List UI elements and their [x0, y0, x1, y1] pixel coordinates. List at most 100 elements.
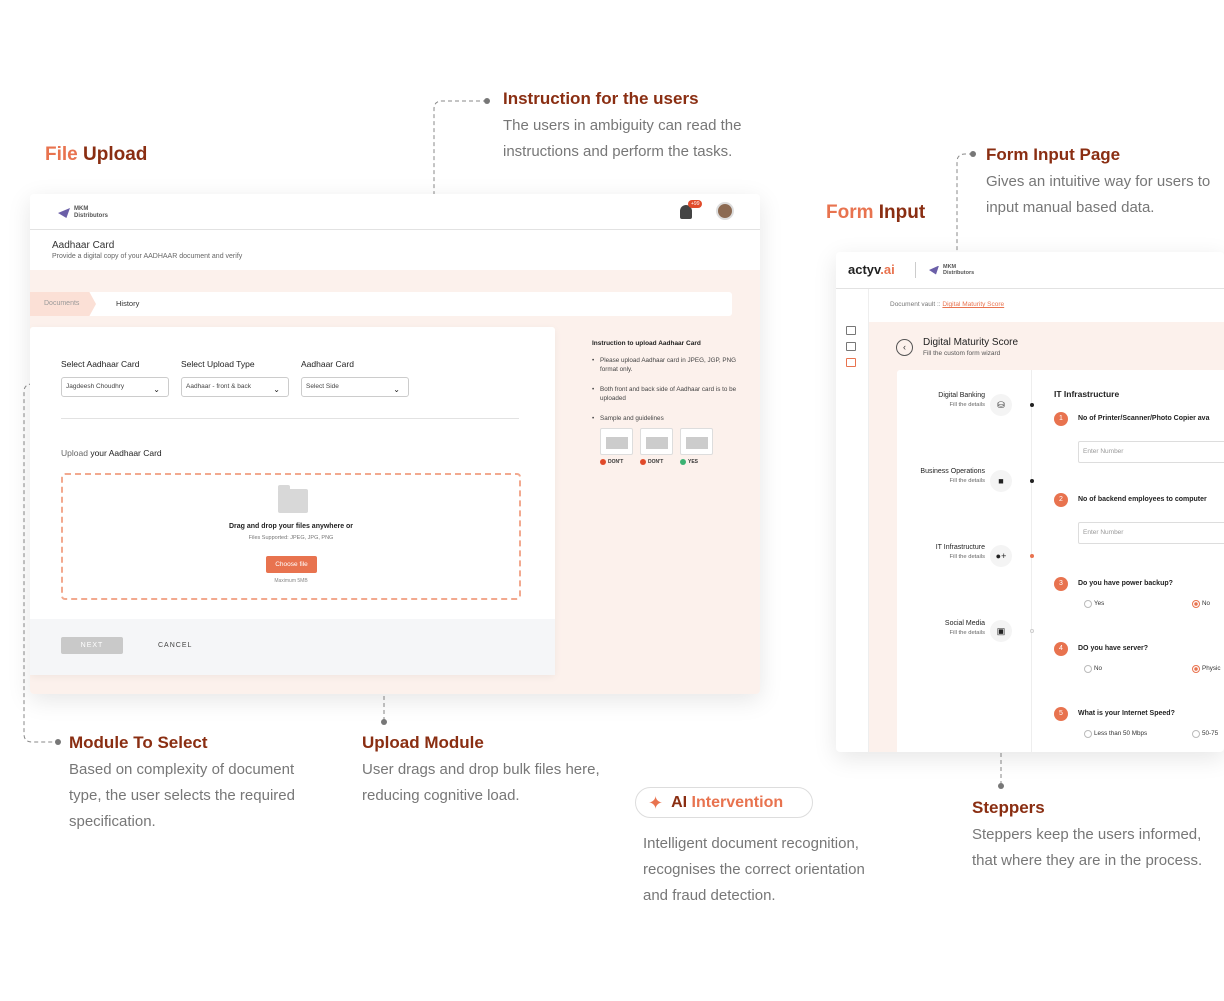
number-input[interactable]: Enter Number — [1078, 441, 1224, 463]
field-label-upload-type: Select Upload Type — [181, 359, 255, 369]
upload-label: Upload your Aadhaar Card — [61, 448, 162, 458]
ai-intervention-desc: Intelligent document recognition, recogn… — [643, 835, 865, 904]
question-number: 3 — [1054, 577, 1068, 591]
annotation-module-select: Module To Select Based on complexity of … — [69, 733, 319, 835]
annotation-desc: Based on complexity of document type, th… — [69, 761, 295, 830]
page-subtitle: Provide a digital copy of your AADHAAR d… — [52, 253, 243, 260]
chevron-down-icon: ⌄ — [273, 385, 280, 394]
question-text: Do you have power backup? — [1078, 580, 1173, 587]
list-icon[interactable] — [846, 342, 856, 351]
grid-icon[interactable] — [846, 326, 856, 335]
form-input-heading: Form Input — [826, 202, 926, 223]
file-upload-heading: File Upload — [45, 144, 148, 165]
notification-badge: +99 — [688, 200, 703, 208]
annotation-title: Module To Select — [69, 733, 208, 752]
actyv-logo: actyv.ai — [848, 262, 895, 277]
annotation-title: Upload Module — [362, 733, 484, 752]
document-icon[interactable] — [846, 358, 856, 367]
form-title: Digital Maturity Score — [923, 337, 1019, 348]
next-button[interactable]: NEXT — [61, 637, 123, 654]
question-text: No of backend employees to computer — [1078, 496, 1207, 503]
select-side[interactable]: Select Side⌄ — [301, 377, 409, 397]
sample-dont-2: DON'T — [640, 428, 673, 465]
instruction-item: Both front and back side of Aadhaar card… — [592, 385, 752, 403]
sample-yes: YES — [680, 428, 713, 465]
radio-option[interactable]: No — [1192, 600, 1210, 608]
bank-icon: ⛁ — [990, 394, 1012, 416]
annotation-form-input-page: Form Input Page Gives an intuitive way f… — [986, 145, 1224, 221]
annotation-title: Form Input Page — [986, 145, 1121, 164]
choose-file-button[interactable]: Choose file — [266, 556, 317, 573]
question-number: 1 — [1054, 412, 1068, 426]
radio-option[interactable]: Yes — [1084, 600, 1104, 608]
briefcase-icon: ■ — [990, 470, 1012, 492]
avatar[interactable] — [716, 202, 734, 220]
question-number: 2 — [1054, 493, 1068, 507]
field-label-side: Aadhaar Card — [301, 359, 354, 369]
number-input[interactable]: Enter Number — [1078, 522, 1224, 544]
question-number: 5 — [1054, 707, 1068, 721]
page-header: Aadhaar Card Provide a digital copy of y… — [52, 240, 242, 260]
question-text: What is your Internet Speed? — [1078, 710, 1175, 717]
form-main: ‹ Digital Maturity Score Fill the custom… — [869, 322, 1224, 752]
card-footer: NEXT CANCEL — [30, 619, 555, 675]
sample-image — [600, 428, 633, 455]
tab-history[interactable]: History — [116, 299, 140, 308]
field-label-aadhaar-card: Select Aadhaar Card — [61, 359, 140, 369]
page-title: Aadhaar Card — [52, 240, 115, 251]
sample-image — [640, 428, 673, 455]
breadcrumb: Document vault :: Digital Maturity Score — [890, 301, 1005, 308]
breadcrumb-link[interactable]: Digital Maturity Score — [942, 301, 1005, 308]
sample-image — [680, 428, 713, 455]
annotation-desc: The users in ambiguity can read the inst… — [503, 117, 742, 160]
drop-supported: Files Supported: JPEG, JPG, PNG — [248, 535, 334, 541]
annotation-desc: Steppers keep the users informed, that w… — [972, 826, 1203, 869]
annotation-instruction: Instruction for the users The users in a… — [503, 89, 773, 165]
instructions-panel: Instruction to upload Aadhaar Card Pleas… — [592, 340, 752, 465]
select-upload-type[interactable]: Aadhaar - front & back⌄ — [181, 377, 289, 397]
tab-documents[interactable]: Documents — [30, 292, 96, 316]
upload-card: Select Aadhaar Card Select Upload Type A… — [30, 327, 555, 675]
radio-option[interactable]: No — [1084, 665, 1102, 673]
instructions-title: Instruction to upload Aadhaar Card — [592, 340, 701, 347]
annotation-upload-module: Upload Module User drags and drop bulk f… — [362, 733, 612, 809]
people-icon: ●+ — [990, 545, 1012, 567]
instruction-item: Sample and guidelines — [592, 414, 752, 423]
cancel-button[interactable]: CANCEL — [158, 642, 193, 649]
form-header: Digital Maturity Score Fill the custom f… — [923, 337, 1018, 357]
drop-title: Drag and drop your files anywhere or — [228, 523, 354, 530]
annotation-title: Instruction for the users — [503, 89, 699, 108]
max-size: Maximum 5MB — [274, 578, 308, 584]
sample-dont-1: DON'T — [600, 428, 633, 465]
instruction-item: Please upload Aadhaar card in JPEG, JGP,… — [592, 356, 752, 374]
radio-option[interactable]: 50-75 — [1192, 730, 1218, 738]
select-aadhaar-card[interactable]: Jagdeesh Choudhry⌄ — [61, 377, 169, 397]
question-text: DO you have server? — [1078, 645, 1149, 652]
annotation-steppers: Steppers Steppers keep the users informe… — [972, 798, 1217, 874]
radio-option[interactable]: Less than 50 Mbps — [1084, 730, 1147, 738]
section-title: IT Infrastructure — [1054, 389, 1120, 399]
file-drop-zone[interactable]: Drag and drop your files anywhere or Fil… — [61, 473, 521, 600]
back-arrow-icon[interactable]: ‹ — [896, 339, 913, 356]
tab-bar: Documents History — [30, 292, 732, 316]
sparkle-icon: ✦ — [648, 792, 664, 813]
ai-intervention-pill: ✦ AI Intervention — [635, 787, 813, 818]
question-text: No of Printer/Scanner/Photo Copier ava — [1078, 415, 1210, 422]
annotation-title: Steppers — [972, 798, 1045, 817]
annotation-desc: User drags and drop bulk files here, red… — [362, 761, 600, 804]
divider — [61, 418, 519, 419]
question-number: 4 — [1054, 642, 1068, 656]
radio-option[interactable]: Physic — [1192, 665, 1221, 673]
bell-icon[interactable] — [680, 205, 692, 219]
